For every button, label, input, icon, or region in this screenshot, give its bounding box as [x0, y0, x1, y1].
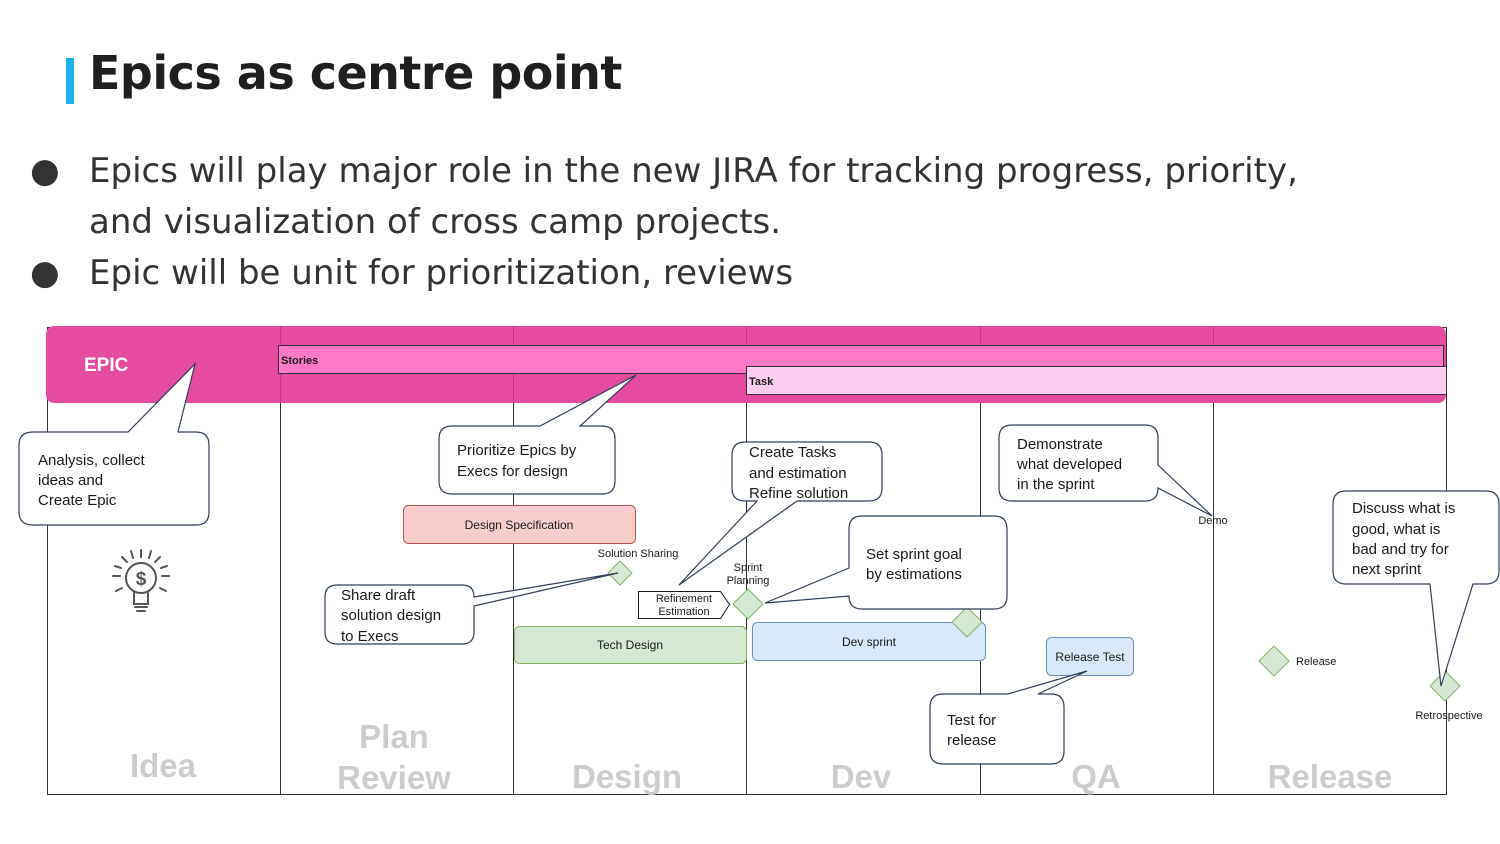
stories-bar-label: Stories	[281, 355, 318, 367]
task-bar	[746, 366, 1447, 395]
bullet-marker: ●	[30, 253, 60, 293]
refinement-label-line2: Estimation	[658, 606, 709, 618]
callout-demonstrate-line3: in the sprint	[1017, 476, 1095, 493]
callout-sprint-goal	[764, 515, 1008, 610]
callout-create-tasks	[678, 441, 883, 586]
callout-demonstrate-line1: Demonstrate	[1017, 436, 1103, 453]
callouts	[18, 362, 1500, 765]
bullet-text: Epic will be unit for prioritization, re…	[89, 253, 794, 293]
callout-discuss-line3: bad and try for	[1352, 541, 1449, 558]
epic-bar-label: EPIC	[84, 355, 129, 376]
epic-bar-column-lines	[280, 326, 1214, 403]
refinement-label-line1: Refinement	[656, 593, 712, 605]
phase-label-release: Release	[1268, 758, 1393, 795]
phase-label-qa: QA	[1071, 758, 1121, 795]
design-spec-box	[403, 505, 636, 544]
phase-label-idea: Idea	[130, 747, 197, 784]
callout-discuss-line4: next sprint	[1352, 561, 1422, 578]
callout-create-tasks-line2: and estimation	[749, 465, 847, 482]
tech-design-box	[514, 626, 747, 664]
callout-sprint-goal-line1: Set sprint goal	[866, 546, 962, 563]
bullet-marker: ●	[30, 151, 60, 191]
callout-prioritize-line1: Prioritize Epics by	[457, 442, 577, 459]
sprint-planning-label-line2: Planning	[727, 575, 770, 587]
milestones	[607, 560, 1461, 702]
callout-prioritize	[438, 374, 637, 495]
bullet-item: ● Epic will be unit for prioritization, …	[30, 248, 1470, 299]
dev-sprint-box	[752, 622, 986, 661]
callout-discuss-line1: Discuss what is	[1352, 500, 1455, 517]
phase-label-plan: Plan	[359, 718, 429, 755]
title-accent-bar	[66, 58, 74, 104]
callout-demonstrate	[998, 424, 1213, 517]
release-test-box	[1046, 637, 1134, 676]
dev-sprint-diamond	[951, 606, 983, 638]
bullet-text-continued: and visualization of cross camp projects…	[89, 202, 782, 242]
solution-sharing-label: Solution Sharing	[598, 548, 679, 560]
phase-label-design: Design	[572, 758, 682, 795]
lightbulb-dollar-icon: $	[112, 549, 170, 612]
phase-labels: Idea Plan Review Design Dev QA Release	[130, 718, 1392, 796]
callout-create-tasks-line1: Create Tasks	[749, 444, 836, 461]
design-spec-label: Design Specification	[465, 518, 574, 532]
release-diamond	[1258, 645, 1290, 677]
bullet-text: Epics will play major role in the new JI…	[89, 151, 1298, 191]
callout-prioritize-line2: Execs for design	[457, 463, 568, 480]
release-label: Release	[1296, 656, 1336, 668]
callout-idea-line3: Create Epic	[38, 492, 117, 509]
callout-share-draft-line3: to Execs	[341, 628, 399, 645]
retrospective-label: Retrospective	[1415, 710, 1482, 722]
callout-test-release-line2: release	[947, 732, 996, 749]
callout-test-release-line1: Test for	[947, 712, 996, 729]
callout-idea-line1: Analysis, collect	[38, 452, 146, 469]
callout-idea-line2: ideas and	[38, 472, 103, 489]
bullet-item: ● Epics will play major role in the new …	[30, 146, 1470, 248]
callout-idea	[18, 362, 210, 526]
callout-test-release	[929, 670, 1088, 765]
callout-demonstrate-line2: what developed	[1016, 456, 1122, 473]
callout-share-draft-line1: Share draft	[341, 587, 416, 604]
retrospective-diamond	[1429, 670, 1461, 702]
bullet-list: ● Epics will play major role in the new …	[30, 146, 1470, 299]
callout-create-tasks-line3: Refine solution	[749, 485, 848, 502]
demo-label: Demo	[1198, 515, 1227, 527]
callout-texts: Analysis, collect ideas and Create Epic …	[38, 436, 1455, 749]
slide-title: Epics as centre point	[89, 46, 622, 100]
dev-sprint-label: Dev sprint	[842, 635, 897, 649]
callout-discuss-line2: good, what is	[1352, 521, 1440, 538]
callout-share-draft	[324, 572, 619, 645]
callout-discuss	[1332, 490, 1500, 687]
callout-sprint-goal-line2: by estimations	[866, 566, 962, 583]
release-test-label: Release Test	[1055, 650, 1125, 664]
svg-text:$: $	[136, 569, 147, 590]
task-bar-label: Task	[749, 376, 774, 388]
refinement-estimation-shape	[638, 591, 731, 619]
callout-share-draft-line2: solution design	[341, 607, 441, 624]
phase-label-review: Review	[337, 759, 451, 796]
sprint-planning-diamond	[732, 588, 764, 620]
sprint-planning-label-line1: Sprint	[734, 562, 763, 574]
tech-design-label: Tech Design	[597, 638, 663, 652]
solution-sharing-diamond	[607, 560, 633, 586]
phase-label-dev: Dev	[831, 758, 892, 795]
